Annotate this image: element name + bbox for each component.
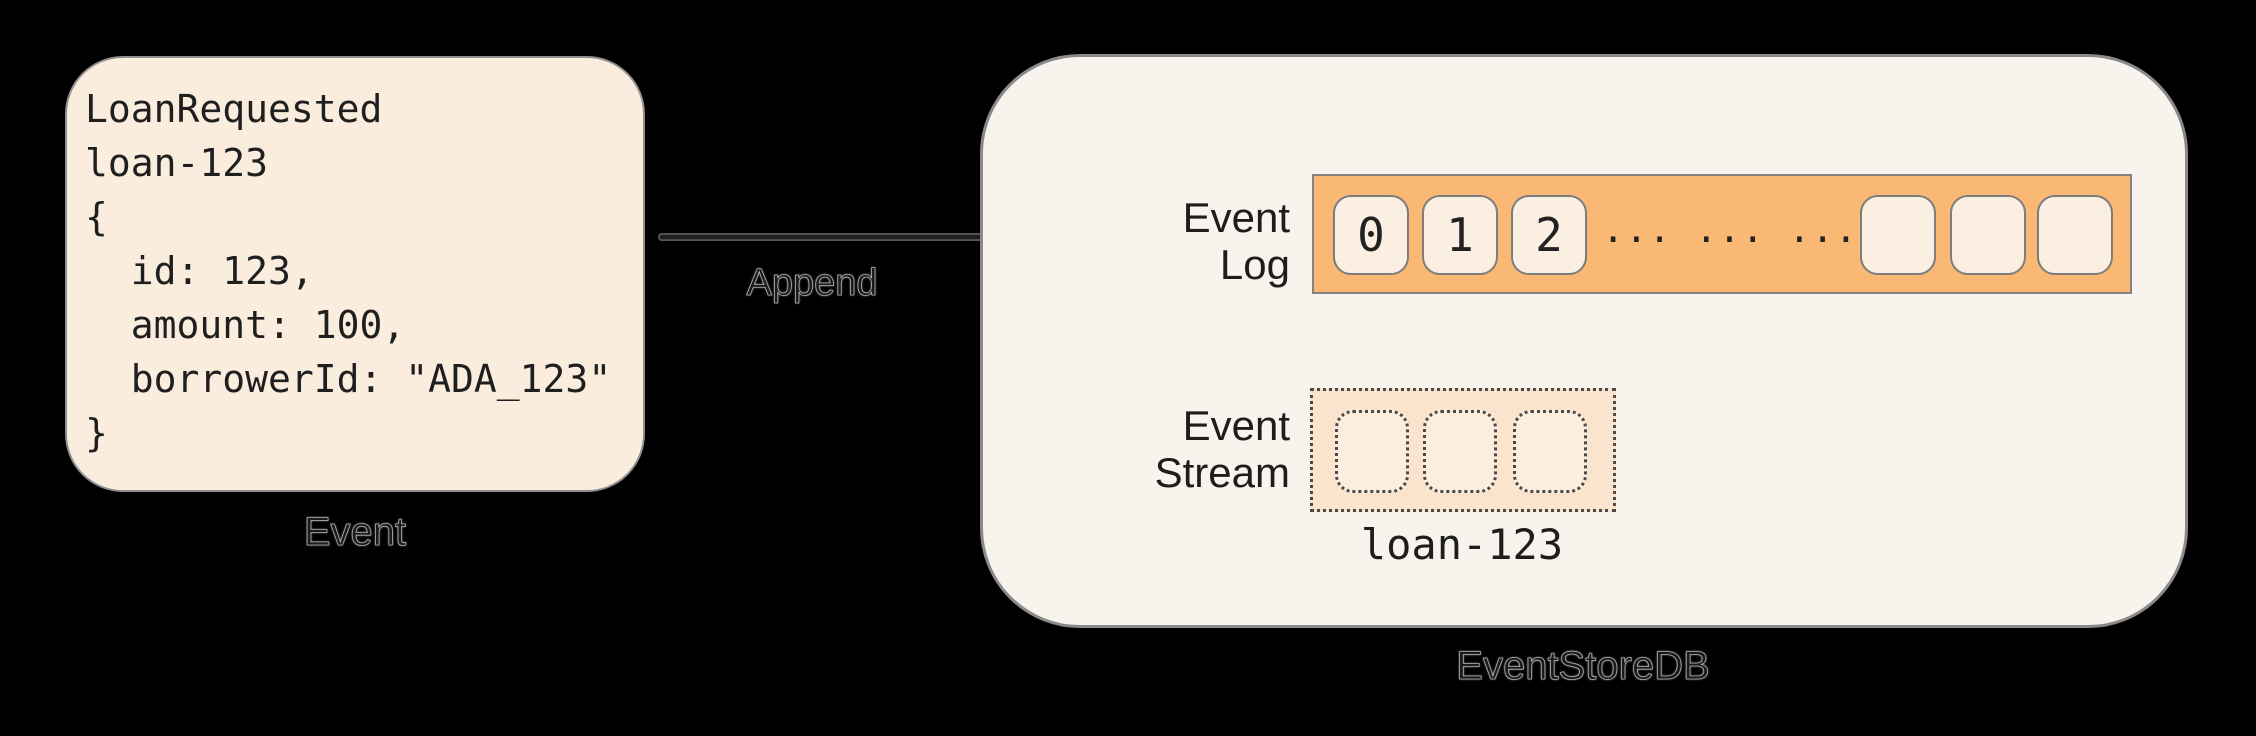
event-card (65, 56, 645, 492)
event-card-caption: Event (303, 510, 407, 555)
eventstoredb-caption: EventStoreDB (1456, 644, 1710, 689)
stream-name-label: loan-123 (1360, 520, 1564, 569)
event-log-label-line2: Log (1219, 241, 1290, 288)
event-log-empty-slot (1860, 195, 1936, 275)
event-log-slot-1: 1 (1422, 195, 1498, 275)
event-stream-slot (1335, 410, 1409, 493)
event-stream-slot (1513, 410, 1587, 493)
event-stream-box (1310, 388, 1616, 512)
event-card-code: LoanRequested loan-123 { id: 123, amount… (85, 87, 612, 455)
event-log-slot-2: 2 (1511, 195, 1587, 275)
event-log-bar: 0 1 2 ... ... ... (1312, 174, 2132, 294)
event-log-slot-0: 0 (1333, 195, 1409, 275)
event-log-ellipsis: ... ... ... (1602, 208, 1859, 251)
event-log-label: Event Log (990, 194, 1290, 288)
event-log-empty-slot (1950, 195, 2026, 275)
event-stream-label-line2: Stream (1154, 449, 1290, 496)
event-stream-label-line1: Event (1182, 402, 1290, 449)
append-label: Append (746, 262, 878, 305)
event-log-label-line1: Event (1182, 194, 1290, 241)
event-stream-slot (1423, 410, 1497, 493)
eventstoredb-container (980, 54, 2188, 628)
event-stream-label: Event Stream (990, 402, 1290, 496)
event-log-empty-slot (2037, 195, 2113, 275)
